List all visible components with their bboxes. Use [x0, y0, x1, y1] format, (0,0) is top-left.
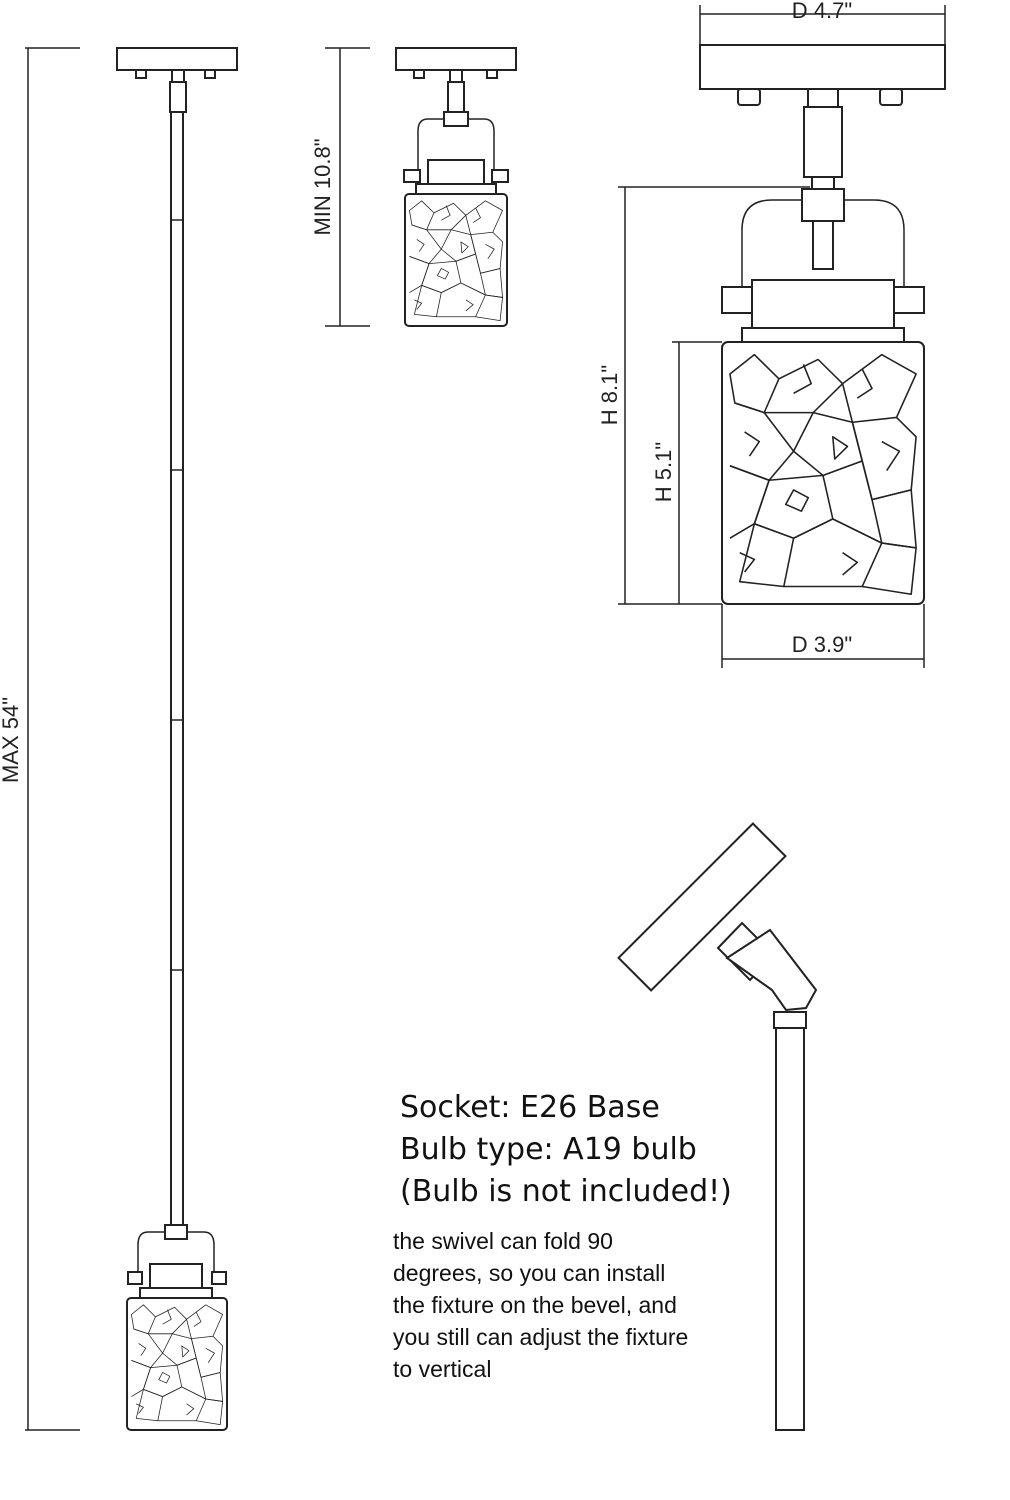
holder-arm-left	[741, 199, 802, 287]
swivel-sleeve	[169, 81, 187, 113]
canopy-screw-left	[737, 88, 761, 106]
canopy-screw-right	[879, 88, 903, 106]
swivel-note-line: you still can adjust the fixture	[393, 1324, 688, 1350]
vertical-rod	[775, 1027, 805, 1431]
canopy	[395, 47, 517, 71]
spec-block: Socket: E26 Base Bulb type: A19 bulb (Bu…	[400, 1090, 732, 1209]
detail-view: D 4.7" H 8.1" H 5.1" D 3.9"	[597, 0, 946, 668]
swivel-joint	[171, 69, 185, 83]
swivel-note-line: to vertical	[393, 1356, 491, 1382]
canopy-screw-left	[135, 69, 147, 79]
socket-cup	[751, 279, 895, 329]
swivel-note-line: degrees, so you can install	[393, 1260, 665, 1286]
bulb-not-included-note: (Bulb is not included!)	[400, 1174, 732, 1209]
min-length-label: MIN 10.8"	[310, 138, 335, 235]
rod-collar	[773, 1011, 807, 1029]
holder-knob-left	[127, 1271, 143, 1285]
swivel-sleeve	[803, 106, 843, 178]
canopy	[699, 44, 946, 90]
holder-collar	[164, 1224, 188, 1240]
shade-diameter-label: D 3.9"	[792, 632, 852, 657]
holder-collar	[443, 111, 469, 127]
extended-pendant-view: MAX 54"	[0, 47, 238, 1431]
holder-knob-right	[491, 169, 509, 183]
rod-stub	[811, 176, 835, 190]
sloped-ceiling-swivel-view	[617, 822, 818, 1431]
rod-neck	[812, 220, 834, 270]
holder-knob-left	[721, 286, 753, 314]
holder-arm-right	[468, 118, 495, 170]
socket-cup	[427, 159, 485, 185]
holder-collar	[801, 188, 845, 222]
max-length-label: MAX 54"	[0, 697, 23, 783]
holder-arm-right	[187, 1231, 215, 1272]
canopy-screw-right	[486, 69, 498, 79]
downrod	[170, 111, 184, 1228]
swivel-note: the swivel can fold 90 degrees, so you c…	[393, 1228, 688, 1382]
canopy-screw-left	[413, 69, 425, 79]
canopy	[116, 47, 238, 71]
swivel-sleeve	[447, 81, 465, 113]
socket-spec: Socket: E26 Base	[400, 1090, 660, 1125]
bulb-type-spec: Bulb type: A19 bulb	[400, 1132, 697, 1167]
holder-knob-right	[893, 286, 925, 314]
total-height-label: H 8.1"	[597, 365, 622, 425]
swivel-note-line: the swivel can fold 90	[393, 1228, 613, 1254]
shade-fitter	[139, 1287, 213, 1299]
holder-arm-right	[844, 199, 905, 287]
tilted-canopy	[617, 822, 787, 992]
socket-cup	[149, 1263, 203, 1289]
swivel-knuckle	[725, 928, 818, 1012]
swivel-joint	[449, 69, 463, 83]
shade-height-label: H 5.1"	[651, 442, 676, 502]
shade-fitter	[415, 183, 497, 195]
holder-arm-left	[417, 118, 444, 170]
shade-fitter	[741, 327, 905, 343]
swivel-note-line: the fixture on the bevel, and	[393, 1292, 677, 1318]
minimum-height-view: MIN 10.8"	[310, 47, 517, 327]
holder-knob-right	[211, 1271, 227, 1285]
canopy-diameter-label: D 4.7"	[792, 0, 852, 23]
crackle-glass-shade	[721, 341, 925, 605]
holder-knob-left	[403, 169, 421, 183]
swivel-joint	[807, 88, 839, 108]
holder-arm-left	[137, 1231, 165, 1272]
canopy-screw-right	[204, 69, 216, 79]
